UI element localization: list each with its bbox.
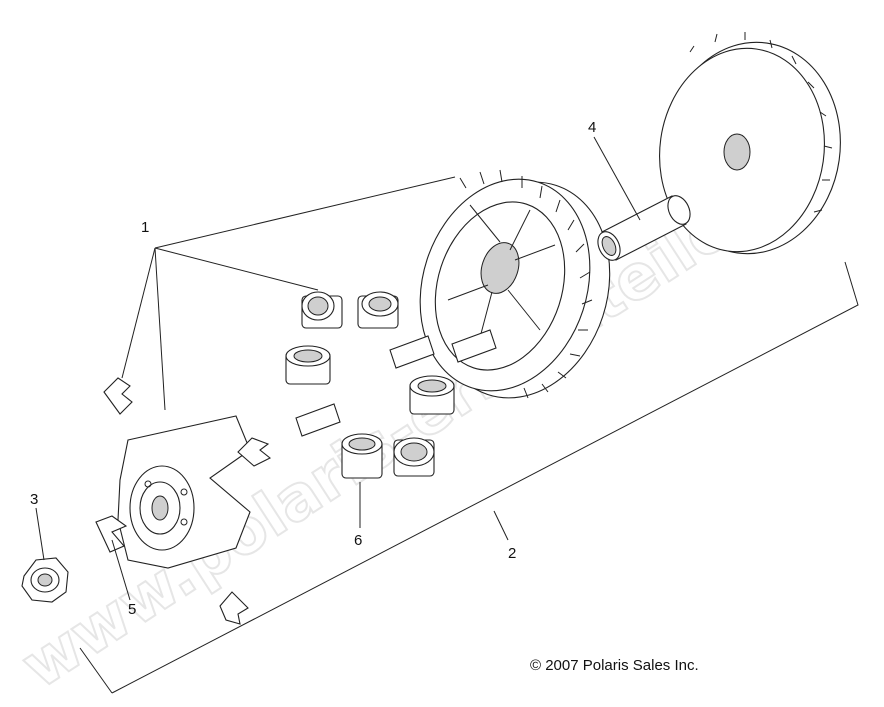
callout-6: 6 — [354, 532, 362, 549]
leader-lines-1 — [121, 176, 456, 411]
fixed-sheave — [659, 32, 841, 255]
assembly-bracket — [79, 261, 859, 694]
copyright-text: © 2007 Polaris Sales Inc. — [530, 657, 699, 674]
callout-4: 4 — [588, 119, 596, 136]
callout-5: 5 — [128, 601, 136, 618]
slider-blocks — [295, 329, 497, 437]
callout-2: 2 — [508, 545, 516, 562]
callout-3: 3 — [30, 491, 38, 508]
callout-1: 1 — [141, 219, 149, 236]
rollers — [285, 291, 455, 528]
clips — [95, 377, 272, 625]
nut — [21, 507, 69, 603]
spider-plate — [117, 415, 251, 569]
bushing — [593, 136, 691, 261]
